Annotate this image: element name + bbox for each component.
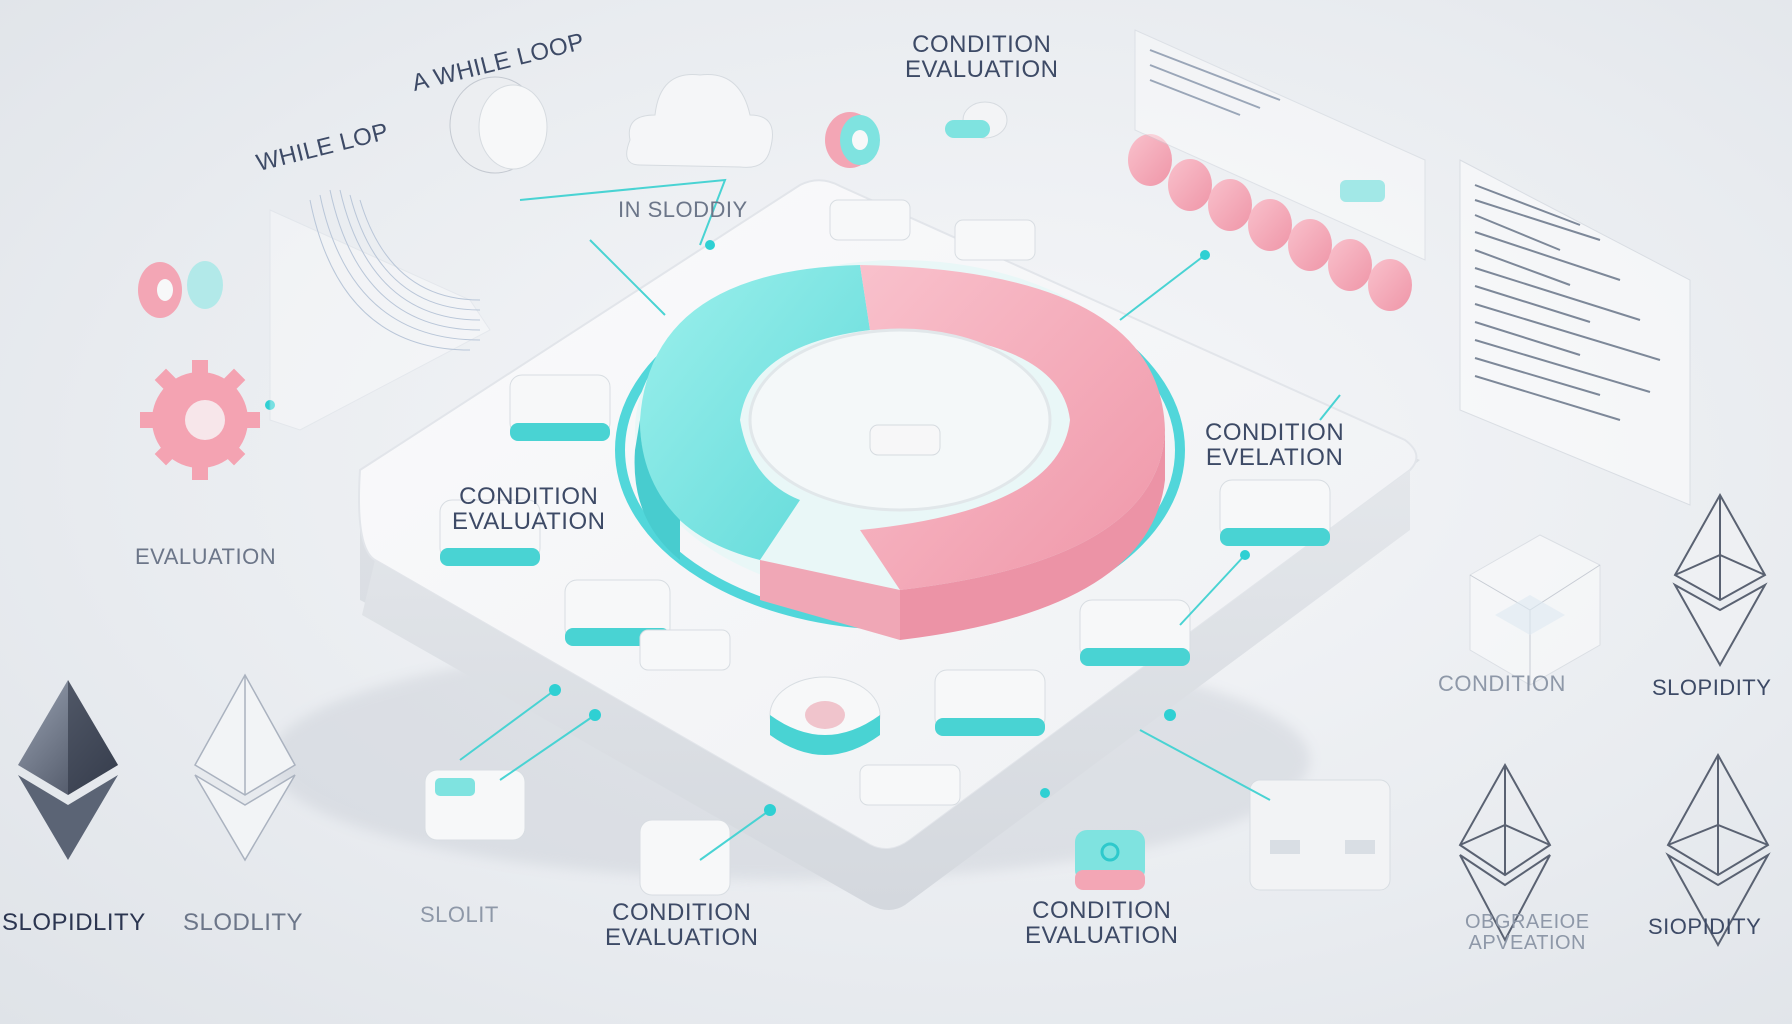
label-evaluation-bottom-2: EVALUATION: [1025, 922, 1179, 950]
pink-beads: [1128, 134, 1412, 311]
ring-segment-cyan: [640, 265, 870, 560]
key: [829, 199, 911, 241]
ring-segment-pink: [860, 265, 1165, 590]
label-siopidity: SIOPIDITY: [1648, 914, 1762, 939]
key: [439, 499, 541, 566]
label-condition-top: CONDITION: [912, 31, 1052, 58]
pink-rings-left: [138, 261, 223, 318]
key: [954, 219, 1036, 261]
cloud-icon: [626, 74, 773, 168]
label-condition-mid: CONDITION: [459, 483, 599, 510]
label-in-slodidy: IN SLODDIY: [618, 197, 748, 222]
label-condition-evaluation-mid: CONDITION EVALUATION: [452, 483, 606, 536]
loop-ring: [615, 260, 1185, 640]
label-condition-right: CONDITION: [1438, 671, 1566, 696]
label-condition-bottom-2: CONDITION: [1032, 897, 1172, 924]
floating-blocks: [424, 769, 1391, 896]
label-evaluation-bottom-1: EVALUATION: [605, 924, 759, 952]
label-obgraeioe: OBGRAEIOE APVEATION: [1465, 912, 1590, 954]
key: [859, 764, 961, 806]
ethereum-diamond-icon: [18, 492, 1771, 948]
label-condition-evelation: CONDITION EVELATION: [1205, 419, 1345, 472]
label-slolit: SLOLIT: [420, 902, 499, 927]
key: [639, 629, 731, 671]
label-evaluation-top: EVALUATION: [905, 56, 1059, 84]
label-evaluation-left: EVALUATION: [135, 544, 277, 569]
label-evaluation-mid: EVALUATION: [452, 508, 606, 536]
key: [1079, 599, 1191, 666]
label-condition-evaluation-top: CONDITION EVALUATION: [905, 31, 1059, 84]
label-condition-evaluation-bottom-1: CONDITION EVALUATION: [605, 899, 759, 952]
mesh-disc: [449, 76, 548, 174]
gear-icon: [140, 360, 260, 480]
platform-keys: [439, 199, 1331, 806]
label-obgraeioe-line2: APVEATION: [1468, 932, 1587, 954]
label-condition-bottom-1: CONDITION: [612, 899, 752, 926]
key: [509, 374, 611, 441]
label-slodlity: SLODLITY: [183, 909, 304, 936]
connector-lines: [459, 178, 1341, 861]
key: [934, 669, 1046, 736]
label-condition-evaluation-bottom-2: CONDITION EVALUATION: [1025, 897, 1179, 950]
label-obgraeioe-line1: OBGRAEIOE: [1465, 911, 1590, 933]
washer-icon: [769, 676, 881, 755]
key: [1219, 479, 1331, 546]
label-slopidlity: SLOPIDLITY: [2, 909, 146, 936]
connector-dots: [265, 240, 1250, 816]
document-panel-icon: [1134, 29, 1691, 506]
wave-panel: [269, 189, 491, 431]
label-evelation: EVELATION: [1205, 444, 1344, 472]
ring-center-tag: [869, 424, 941, 456]
toggle-icon: [945, 101, 1008, 139]
label-condition-right-ring: CONDITION: [1205, 419, 1345, 446]
glass-cube: [1469, 534, 1601, 686]
ring-icon: [825, 112, 880, 168]
label-slopidity-right: SLOPIDITY: [1652, 675, 1772, 700]
